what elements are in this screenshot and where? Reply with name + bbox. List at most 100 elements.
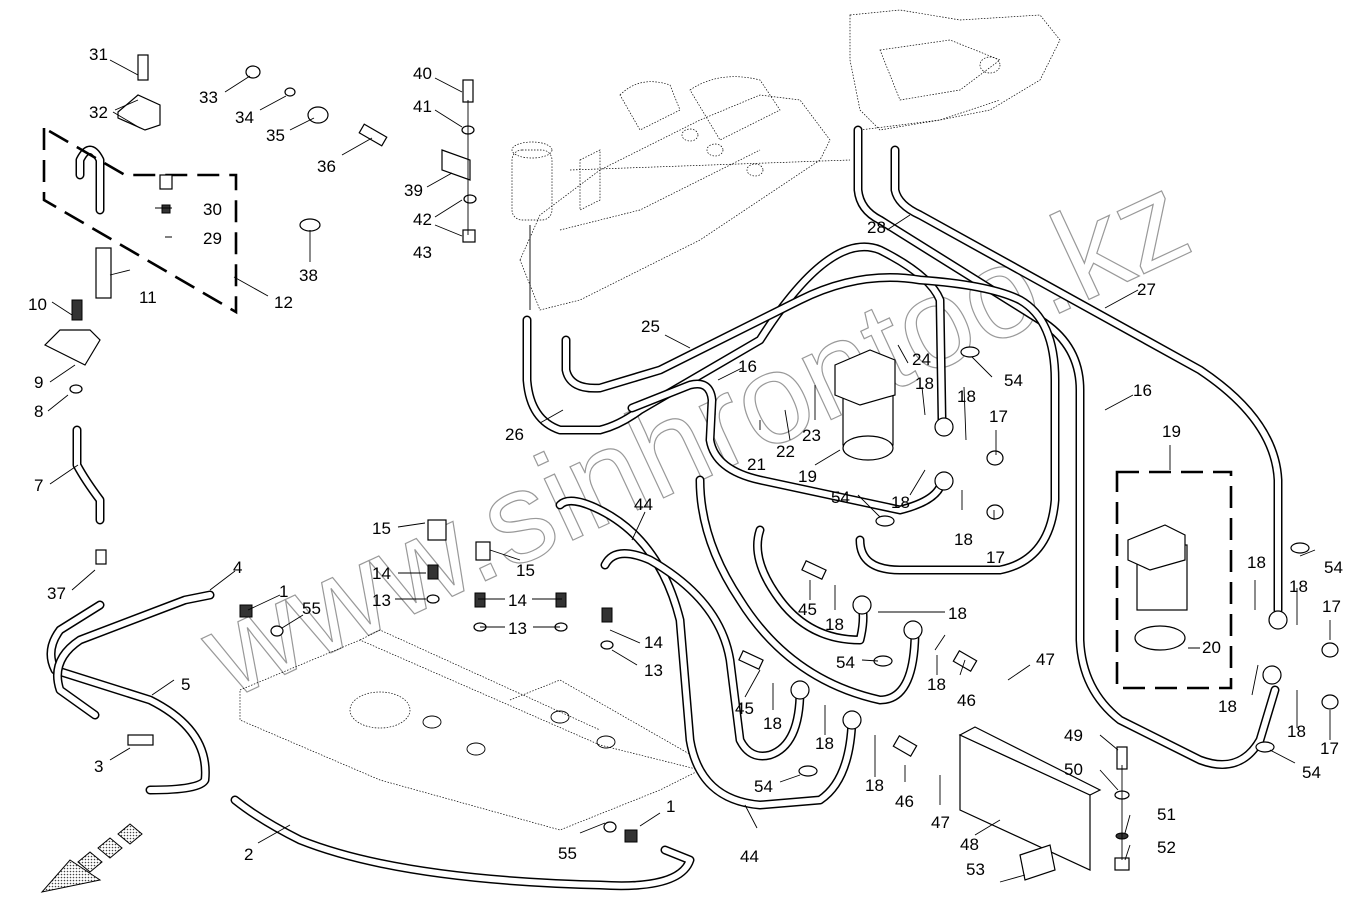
callout-54c: 54: [1324, 558, 1343, 577]
clamp-32: [117, 94, 161, 131]
callout-13c: 13: [644, 661, 663, 680]
callout-18n: 18: [865, 776, 884, 795]
screw-31: [137, 54, 149, 81]
callout-42: 42: [413, 210, 432, 229]
callout-41: 41: [413, 97, 432, 116]
callout-55a: 55: [302, 599, 321, 618]
callout-17b: 17: [986, 548, 1005, 567]
fuel-lines: [46, 125, 1283, 891]
callout-15a: 15: [372, 519, 391, 538]
callout-32: 32: [89, 103, 108, 122]
callout-10: 10: [28, 295, 47, 314]
callout-44a: 44: [634, 495, 653, 514]
elbow-15a: [427, 519, 447, 541]
callout-12: 12: [274, 293, 293, 312]
callout-3: 3: [94, 757, 103, 776]
fitting-10: [71, 299, 83, 321]
callout-31: 31: [89, 45, 108, 64]
fitting-1: [239, 604, 253, 618]
callout-13a: 13: [372, 591, 391, 610]
callout-34: 34: [235, 108, 254, 127]
callout-22: 22: [776, 442, 795, 461]
callout-47a: 47: [1036, 650, 1055, 669]
seal-55: [270, 625, 284, 637]
callout-20: 20: [1202, 638, 1221, 657]
clamp-35: [307, 106, 329, 124]
bolt-40: [462, 79, 474, 103]
callout-27: 27: [1137, 280, 1156, 299]
callout-16b: 16: [1133, 381, 1152, 400]
callout-18e: 18: [1247, 553, 1266, 572]
elbow-15b: [475, 541, 491, 561]
fitting-37: [95, 549, 107, 565]
cap-53: [1019, 844, 1056, 881]
callout-18a: 18: [915, 374, 934, 393]
kit-box-19: [1115, 470, 1233, 690]
callout-53: 53: [966, 860, 985, 879]
grommet-38: [299, 218, 321, 232]
callout-24: 24: [912, 350, 931, 369]
callout-52: 52: [1157, 838, 1176, 857]
callout-33: 33: [199, 88, 218, 107]
callout-16a: 16: [738, 357, 757, 376]
kit-box-12: [42, 126, 238, 315]
callout-11: 11: [139, 288, 157, 307]
callout-14a: 14: [372, 564, 391, 583]
callout-25: 25: [641, 317, 660, 336]
callout-18f: 18: [1289, 577, 1308, 596]
nut-30: [159, 174, 173, 190]
callout-17a: 17: [989, 407, 1008, 426]
inline-filter-11: [95, 247, 112, 299]
fuel-tank: [239, 629, 702, 831]
callout-45a: 45: [798, 600, 817, 619]
part-33: [245, 65, 261, 79]
callout-18m: 18: [815, 734, 834, 753]
callout-48: 48: [960, 835, 979, 854]
callout-37: 37: [47, 584, 66, 603]
callout-46b: 46: [895, 792, 914, 811]
callout-19b: 19: [1162, 422, 1181, 441]
callout-1b: 1: [666, 797, 675, 816]
callout-23: 23: [802, 426, 821, 445]
callout-13b: 13: [508, 619, 527, 638]
callout-17c: 17: [1322, 597, 1341, 616]
callout-46a: 46: [957, 691, 976, 710]
callout-18k: 18: [927, 675, 946, 694]
callout-17d: 17: [1320, 739, 1339, 758]
bracket-39: [441, 149, 471, 181]
callout-44b: 44: [740, 847, 759, 866]
callout-54f: 54: [754, 777, 773, 796]
direction-arrow-icon: [40, 859, 102, 893]
callouts: 31 32 33 34 35 36 40 41 39 42 43 30 29 3…: [28, 45, 1343, 879]
callout-55b: 55: [558, 844, 577, 863]
callout-35: 35: [266, 126, 285, 145]
leader-lines: [47, 59, 1331, 883]
bowl-20: [1134, 625, 1186, 651]
callout-47b: 47: [931, 813, 950, 832]
callout-18c: 18: [891, 493, 910, 512]
callout-54a: 54: [1004, 371, 1023, 390]
callout-7: 7: [34, 476, 43, 495]
callout-36: 36: [317, 157, 336, 176]
callout-54e: 54: [836, 653, 855, 672]
callout-39: 39: [404, 181, 423, 200]
callout-54d: 54: [1302, 763, 1321, 782]
callout-29: 29: [203, 229, 222, 248]
callout-38: 38: [299, 266, 318, 285]
tee-3: [127, 734, 154, 746]
callout-8: 8: [34, 402, 43, 421]
callout-1a: 1: [279, 582, 288, 601]
callout-18b: 18: [957, 387, 976, 406]
washer-34: [284, 87, 296, 97]
callout-18d: 18: [954, 530, 973, 549]
callout-28: 28: [867, 218, 886, 237]
nut-43: [462, 229, 476, 243]
callout-4: 4: [233, 558, 242, 577]
washer-8: [69, 384, 83, 394]
callout-40: 40: [413, 64, 432, 83]
callout-18j: 18: [948, 604, 967, 623]
washer-42: [463, 194, 477, 204]
washer-29: [161, 204, 171, 214]
engine-fuel-filter: [511, 141, 553, 310]
